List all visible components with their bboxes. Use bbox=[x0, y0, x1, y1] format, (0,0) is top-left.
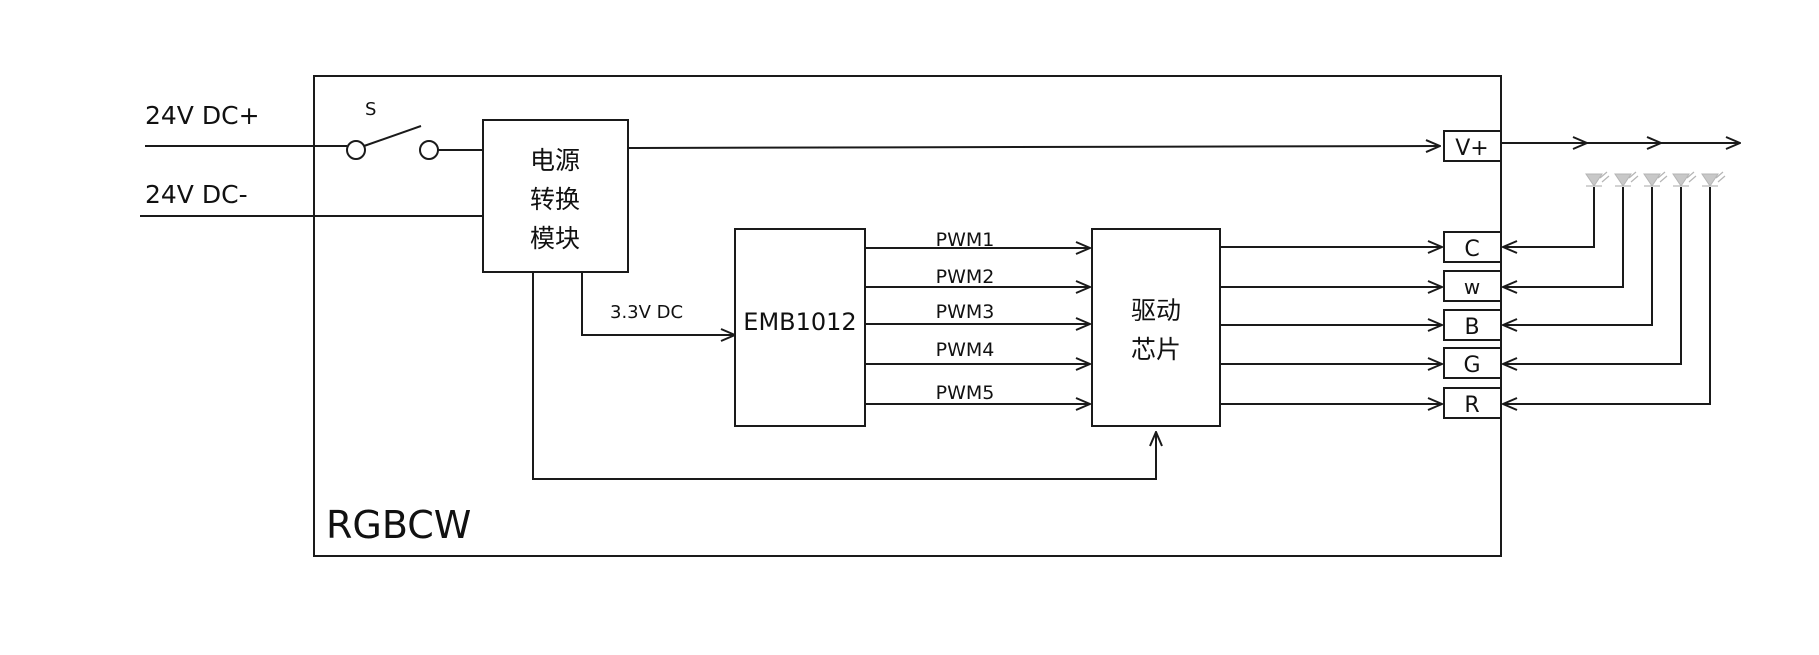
power-module-line-2: 转换 bbox=[530, 185, 580, 214]
switch-label: S bbox=[365, 99, 376, 120]
terminal-label-g: G bbox=[1463, 353, 1480, 378]
mcu-label: EMB1012 bbox=[743, 308, 856, 336]
switch-contact-left bbox=[346, 140, 366, 160]
input-negative-label: 24V DC- bbox=[145, 180, 248, 209]
power-module-line-3: 模块 bbox=[530, 224, 580, 253]
led-r-icon bbox=[1701, 171, 1726, 187]
pwm-label-1: PWM1 bbox=[936, 229, 995, 251]
driver-chip-line-2: 芯片 bbox=[1131, 335, 1181, 364]
terminal-c bbox=[1443, 231, 1502, 263]
led-c-icon bbox=[1585, 171, 1610, 187]
switch-contact-right bbox=[419, 140, 439, 160]
input-positive-label: 24V DC+ bbox=[145, 101, 260, 130]
mcu-box bbox=[734, 228, 866, 427]
power-module-box bbox=[482, 119, 629, 273]
terminal-label-vplus: V+ bbox=[1455, 136, 1488, 161]
driver-chip-box bbox=[1091, 228, 1221, 427]
return-wire-w bbox=[1503, 187, 1624, 287]
switch-lever bbox=[363, 125, 422, 147]
supply-3v3-wire bbox=[581, 272, 735, 335]
terminal-w bbox=[1443, 270, 1502, 302]
return-wire-c bbox=[1503, 187, 1595, 247]
return-wire-b bbox=[1503, 187, 1653, 325]
led-b-icon bbox=[1643, 171, 1668, 187]
return-wire-r bbox=[1503, 187, 1711, 404]
pwm-label-3: PWM3 bbox=[936, 301, 995, 323]
driver-chip-line-1: 驱动 bbox=[1131, 296, 1181, 325]
terminal-label-c: C bbox=[1464, 237, 1479, 262]
terminal-b bbox=[1443, 309, 1502, 341]
led-g-icon bbox=[1672, 171, 1697, 187]
power-module-line-1: 电源 bbox=[530, 146, 580, 175]
terminal-label-b: B bbox=[1464, 315, 1479, 340]
driver-supply-wire bbox=[532, 272, 1156, 480]
vplus-wire bbox=[627, 146, 1440, 148]
pwm-label-2: PWM2 bbox=[936, 266, 995, 288]
terminal-label-r: R bbox=[1464, 393, 1479, 418]
terminal-vplus bbox=[1443, 130, 1502, 162]
terminal-label-w: w bbox=[1464, 275, 1480, 299]
led-w-icon bbox=[1614, 171, 1639, 187]
enclosure-label: RGBCW bbox=[326, 503, 471, 547]
terminal-g bbox=[1443, 347, 1502, 379]
return-wire-g bbox=[1503, 187, 1682, 364]
pwm-label-4: PWM4 bbox=[936, 339, 995, 361]
supply-3v3-label: 3.3V DC bbox=[610, 302, 683, 323]
pwm-label-5: PWM5 bbox=[936, 382, 995, 404]
terminal-r bbox=[1443, 387, 1502, 419]
